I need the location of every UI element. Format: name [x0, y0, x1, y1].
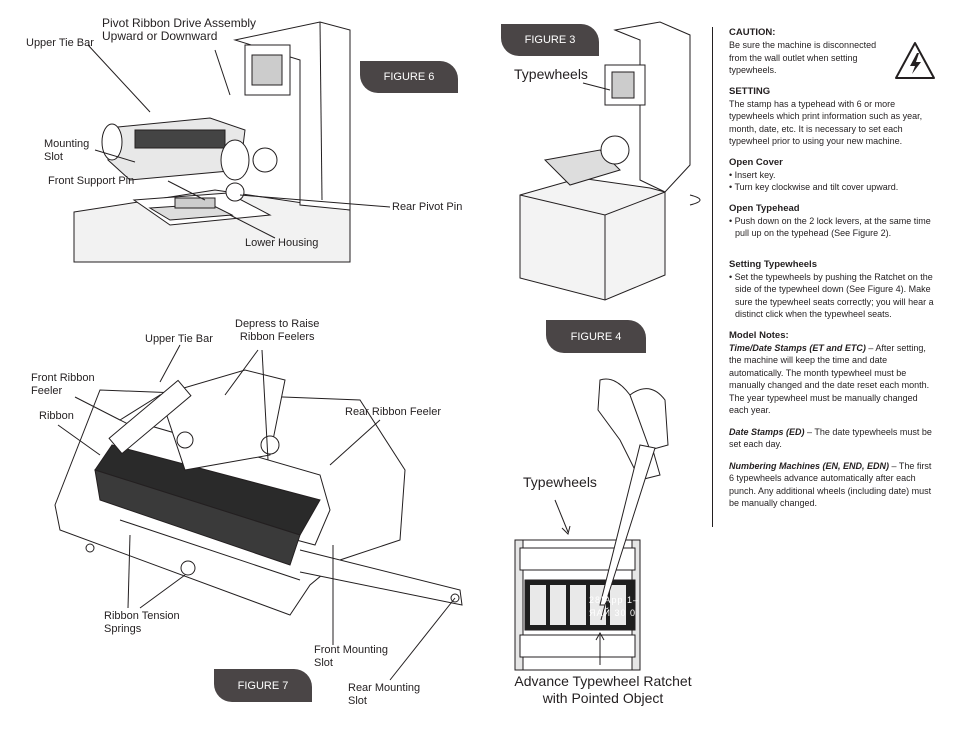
instructions-column: CAUTION: Be sure the machine is disconne…: [729, 27, 934, 519]
mounting-slot-label: Mounting Slot: [44, 138, 90, 163]
open-cover-step-1: • Insert key.: [729, 169, 776, 180]
ribbon-label: Ribbon: [39, 410, 74, 422]
typewheels-fig3-label: Typewheels: [514, 66, 588, 82]
advance-ratchet-label: Advance Typewheel Ratchet with Pointed O…: [514, 673, 692, 706]
date-stamps-note: Date Stamps (ED) – The date typewheels m…: [729, 426, 932, 450]
depress-label: Depress to Raise Ribbon Feelers: [235, 318, 320, 343]
ribbon-tension-springs-label: Ribbon Tension Springs: [104, 610, 180, 635]
high-voltage-warning-icon: [895, 42, 935, 79]
upper-tie-bar-fig7-label: Upper Tie Bar: [145, 333, 213, 345]
rear-pivot-pin-label: Rear Pivot Pin: [392, 201, 463, 213]
pivot-ribbon-label: Pivot Ribbon Drive Assembly Upward or Do…: [102, 16, 257, 43]
rear-mounting-slot-label: Rear Mounting Slot: [348, 682, 421, 707]
setting-text: The stamp has a typehead with 6 or more …: [729, 98, 923, 147]
time-date-note: Time/Date Stamps (ET and ETC) – After se…: [729, 342, 930, 416]
setting-typewheels-heading: Setting Typewheels: [729, 258, 817, 270]
column-divider: [712, 27, 713, 527]
setting-typewheels-step-1: • Set the typewheels by pushing the Ratc…: [729, 271, 934, 320]
front-mounting-slot-label: Front Mounting Slot: [314, 644, 388, 669]
figure-6-badge: FIGURE 6: [360, 61, 458, 93]
open-cover-heading: Open Cover: [729, 156, 783, 168]
typewheel-characters: 28!Арр 1– ЯАЙ 30 0: [589, 595, 640, 618]
front-ribbon-feeler-label: Front Ribbon Feeler: [31, 372, 95, 397]
open-cover-step-2: • Turn key clockwise and tilt cover upwa…: [729, 182, 899, 192]
upper-tie-bar-label: Upper Tie Bar: [26, 37, 94, 49]
rear-ribbon-feeler-label: Rear Ribbon Feeler: [345, 406, 441, 418]
caution-text: Be sure the machine is disconnected from…: [729, 40, 877, 75]
caution-heading: CAUTION:: [729, 27, 776, 38]
figure-4-badge: FIGURE 4: [546, 320, 646, 353]
open-typehead-step-1: • Push down on the 2 lock levers, at the…: [729, 215, 931, 239]
figure-3-badge: FIGURE 3: [501, 24, 599, 56]
model-notes-heading: Model Notes:: [729, 329, 789, 341]
numbering-note: Numbering Machines (EN, END, EDN) – The …: [729, 460, 932, 509]
typewheels-fig4-label: Typewheels: [523, 474, 597, 490]
front-support-pin-label: Front Support Pin: [48, 175, 135, 187]
figure-7-badge: FIGURE 7: [214, 669, 312, 702]
open-typehead-heading: Open Typehead: [729, 202, 800, 214]
setting-heading: SETTING: [729, 85, 771, 97]
lower-housing-label: Lower Housing: [245, 237, 319, 249]
